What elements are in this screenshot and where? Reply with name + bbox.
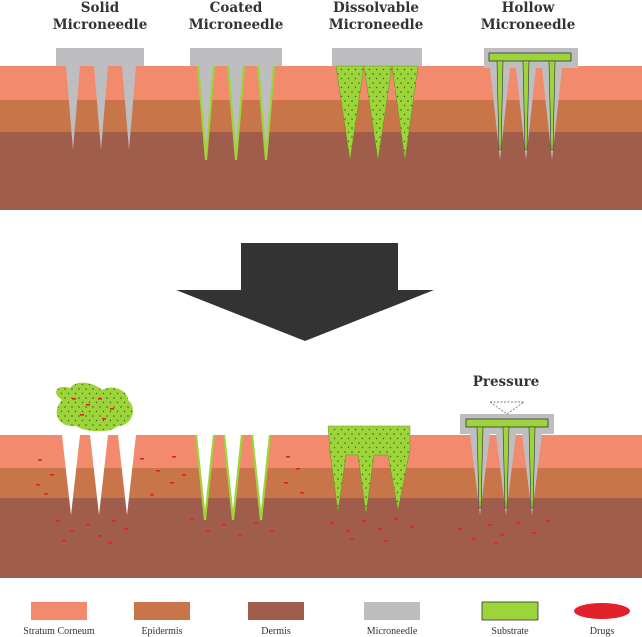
legend-label-epidermis: Epidermis xyxy=(141,626,182,637)
type-titles: Solid Microneedle Coated Microneedle Dis… xyxy=(53,0,576,33)
legend-label-dermis: Dermis xyxy=(261,626,291,637)
title-dissolvable-2: Microneedle xyxy=(329,17,424,33)
legend: Stratum Corneum Epidermis Dermis Microne… xyxy=(23,601,630,637)
legend-label-substrate: Substrate xyxy=(491,626,529,637)
hollow-microneedle-bottom xyxy=(460,414,554,515)
solid-microneedle-top xyxy=(56,48,144,150)
down-arrow xyxy=(176,243,434,341)
dissolvable-microneedle-top xyxy=(332,48,422,161)
pressure-label: Pressure xyxy=(473,374,540,390)
title-dissolvable-1: Dissolvable xyxy=(333,0,419,16)
legend-label-drugs: Drugs xyxy=(590,626,615,637)
drug-patch xyxy=(56,382,133,432)
dissolvable-microneedle-bottom xyxy=(327,425,411,515)
legend-swatch-epidermis xyxy=(134,602,190,620)
legend-swatch-microneedle xyxy=(364,602,420,620)
title-hollow-2: Microneedle xyxy=(481,17,576,33)
title-solid-1: Solid xyxy=(81,0,120,16)
title-coated-2: Microneedle xyxy=(189,17,284,33)
dermis-bottom xyxy=(0,498,642,578)
released-drugs xyxy=(36,456,550,544)
legend-label-microneedle: Microneedle xyxy=(367,626,418,637)
legend-swatch-substrate xyxy=(481,601,539,621)
coated-microneedle-top xyxy=(190,48,282,161)
solid-holes xyxy=(62,435,136,515)
legend-swatch-drugs xyxy=(574,603,630,619)
patch-drugs xyxy=(72,398,114,420)
title-hollow-1: Hollow xyxy=(502,0,555,16)
pressure-arrow xyxy=(488,401,526,415)
legend-swatch-stratum-corneum xyxy=(31,602,87,620)
legend-label-stratum-corneum: Stratum Corneum xyxy=(23,626,95,637)
title-solid-2: Microneedle xyxy=(53,17,148,33)
legend-swatch-dermis xyxy=(248,602,304,620)
epidermis-top xyxy=(0,100,642,132)
coated-microneedle-bottom xyxy=(194,434,272,521)
dermis-top xyxy=(0,132,642,210)
hollow-microneedle-top xyxy=(484,48,578,160)
title-coated-1: Coated xyxy=(210,0,263,16)
